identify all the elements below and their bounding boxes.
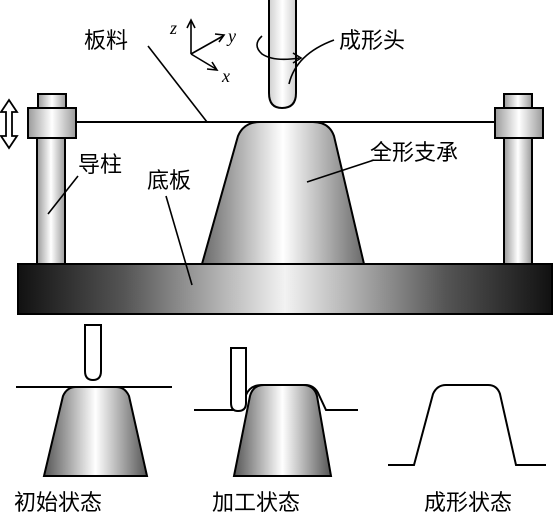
base-plate-label: 底板	[147, 169, 191, 194]
initial-state-diagram	[16, 324, 172, 477]
sheet-label: 板料	[84, 29, 128, 54]
axis-x-label: x	[221, 66, 230, 86]
forming-head	[268, 0, 297, 110]
axis-y-label: y	[226, 26, 236, 46]
processing-state-diagram	[194, 347, 358, 477]
full-support-leader	[306, 159, 375, 183]
base-plate	[17, 263, 553, 315]
guide-post-leader	[47, 175, 79, 215]
coordinate-axes	[186, 18, 226, 71]
guide-post-label: 导柱	[78, 153, 122, 178]
full-support-label: 全形支承	[370, 141, 458, 166]
rotation-arrow-icon	[256, 35, 303, 64]
initial-state-label: 初始状态	[14, 491, 102, 516]
axis-z-label: z	[169, 18, 177, 38]
processing-state-label: 加工状态	[212, 491, 300, 516]
full-support	[200, 121, 366, 265]
formed-state-diagram	[388, 384, 546, 466]
forming-head-leader	[288, 39, 335, 85]
vertical-motion-arrow-icon	[0, 98, 19, 150]
base-plate-leader	[165, 195, 193, 286]
forming-head-label: 成形头	[339, 29, 405, 54]
sheet-leader	[147, 45, 208, 123]
formed-state-label: 成形状态	[424, 491, 512, 516]
guide-post-left	[27, 93, 77, 265]
guide-post-right	[494, 93, 544, 265]
